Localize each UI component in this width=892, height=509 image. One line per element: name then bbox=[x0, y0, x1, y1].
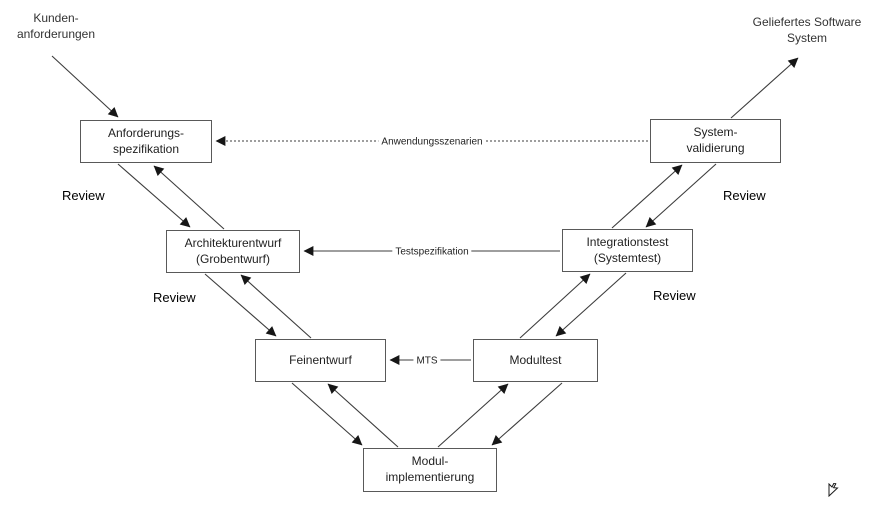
requirements-specification-line2: spezifikation bbox=[112, 141, 180, 156]
arrow-architecture-to-requirements bbox=[153, 165, 225, 230]
requirements-specification-line1: Anforderungs- bbox=[107, 125, 185, 140]
mouse-cursor-icon bbox=[828, 483, 839, 497]
system-validation-line1: System- bbox=[693, 125, 738, 140]
module-implementation-line1: Modul- bbox=[411, 454, 449, 469]
architecture-design-line2: (Grobentwurf) bbox=[195, 251, 271, 266]
test-specification-label: Testspezifikation bbox=[392, 246, 472, 258]
arrow-requirements-to-architecture bbox=[117, 163, 191, 228]
delivered-system-label: Geliefertes Software System bbox=[738, 14, 876, 46]
customer-requirements-line2: anforderungen bbox=[16, 27, 96, 42]
architecture-design-box: Architekturentwurf (Grobentwurf) bbox=[166, 230, 300, 273]
mts-label: MTS bbox=[413, 355, 441, 367]
arrow-validation-to-integrationtest bbox=[645, 163, 717, 228]
module-implementation-box: Modul- implementierung bbox=[363, 448, 497, 492]
review-label-right-top: Review bbox=[723, 188, 766, 203]
delivered-system-line1: Geliefertes Software bbox=[752, 15, 862, 29]
arrow-architecture-to-detaildesign bbox=[204, 273, 277, 337]
arrow-implementation-to-detaildesign bbox=[327, 383, 399, 448]
arrow-moduletest-to-implementation bbox=[491, 382, 563, 446]
arrow-integrationtest-to-validation bbox=[611, 164, 683, 229]
application-scenarios-label: Anwendungsszenarien bbox=[378, 136, 486, 148]
review-label-left-top: Review bbox=[62, 188, 105, 203]
module-test-box: Modultest bbox=[473, 339, 598, 382]
review-label-right-middle: Review bbox=[653, 288, 696, 303]
delivered-system-line2: System bbox=[786, 31, 827, 46]
architecture-design-line1: Architekturentwurf bbox=[184, 235, 282, 250]
arrow-implementation-to-moduletest bbox=[437, 383, 509, 448]
integration-test-box: Integrationstest (Systemtest) bbox=[562, 229, 693, 272]
arrow-detaildesign-to-implementation bbox=[291, 382, 363, 446]
arrow-integrationtest-to-moduletest bbox=[555, 272, 627, 337]
module-test-line1: Modultest bbox=[509, 352, 562, 367]
review-label-left-middle: Review bbox=[153, 290, 196, 305]
detailed-design-line1: Feinentwurf bbox=[289, 352, 352, 367]
requirements-specification-box: Anforderungs- spezifikation bbox=[80, 120, 212, 163]
module-implementation-line2: implementierung bbox=[385, 470, 475, 484]
arrow-detaildesign-to-architecture bbox=[240, 274, 312, 339]
integration-test-line2: (Systemtest) bbox=[593, 250, 662, 265]
arrow-customer-to-requirements bbox=[51, 55, 119, 118]
integration-test-line1: Integrationstest bbox=[586, 234, 669, 249]
arrow-validation-to-delivered bbox=[730, 57, 799, 119]
system-validation-line2: validierung bbox=[686, 141, 745, 155]
customer-requirements-line1: Kunden- bbox=[33, 11, 79, 25]
customer-requirements-label: Kunden- anforderungen bbox=[4, 10, 108, 42]
arrow-moduletest-to-integrationtest bbox=[519, 273, 591, 339]
system-validation-box: System- validierung bbox=[650, 119, 781, 163]
detailed-design-box: Feinentwurf bbox=[255, 339, 386, 382]
